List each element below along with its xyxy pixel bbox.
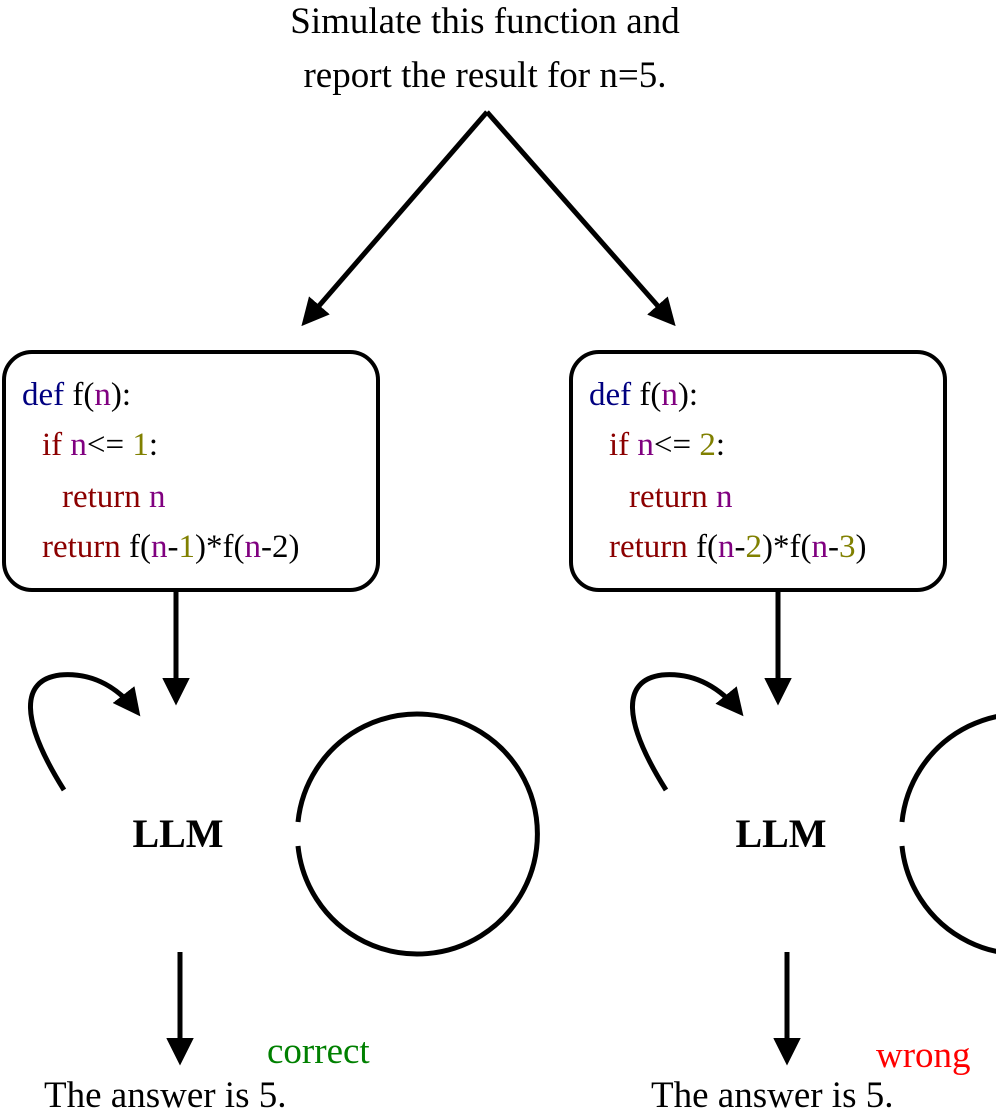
prompt-text-line2: report the result for n=5. bbox=[303, 55, 667, 96]
variable-n: n bbox=[151, 529, 168, 565]
code-token: f( bbox=[687, 529, 719, 565]
prompt-text-line1: Simulate this function and bbox=[290, 1, 680, 42]
code-token: ): bbox=[677, 377, 699, 413]
code-box-right: def f(n): if n<= 2: return n return f(n-… bbox=[569, 350, 947, 592]
variable-n: n bbox=[718, 529, 735, 565]
code-token: - bbox=[167, 529, 179, 565]
number-literal: 3 bbox=[839, 529, 856, 565]
keyword-def: def bbox=[589, 377, 632, 413]
variable-n: n bbox=[661, 377, 678, 413]
verdict-correct: correct bbox=[267, 1031, 370, 1072]
code-token: <= bbox=[653, 427, 700, 463]
code-line-2: if n<= 2: bbox=[609, 426, 725, 464]
variable-n: n bbox=[716, 479, 733, 515]
code-box-left: def f(n): if n<= 1: return n return f(n-… bbox=[2, 350, 380, 592]
keyword-def: def bbox=[22, 377, 65, 413]
answer-text-left: The answer is 5. bbox=[44, 1075, 287, 1112]
code-line-1: def f(n): bbox=[589, 376, 698, 414]
llm-label-right: LLM bbox=[735, 811, 827, 856]
variable-n: n bbox=[70, 427, 87, 463]
code-token: ): bbox=[110, 377, 132, 413]
code-token: - bbox=[734, 529, 746, 565]
code-token: f( bbox=[631, 377, 662, 413]
code-token: : bbox=[148, 427, 159, 463]
code-line-4: return f(n-2)*f(n-3) bbox=[609, 528, 867, 566]
keyword-return: return bbox=[62, 479, 141, 515]
variable-n: n bbox=[244, 529, 262, 565]
number-literal: 2 bbox=[745, 529, 763, 565]
code-token: ) bbox=[855, 529, 867, 565]
code-token: )*f( bbox=[195, 529, 245, 565]
keyword-return: return bbox=[42, 529, 121, 565]
keyword-return: return bbox=[609, 529, 688, 565]
answer-text-right: The answer is 5. bbox=[651, 1075, 894, 1112]
llm-node-right bbox=[899, 714, 996, 954]
code-token: f( bbox=[120, 529, 152, 565]
arrow-prompt-to-right bbox=[485, 110, 676, 327]
number-literal: 1 bbox=[178, 529, 196, 565]
code-line-1: def f(n): bbox=[22, 376, 131, 414]
self-loop-right bbox=[630, 672, 744, 792]
keyword-if: if bbox=[42, 427, 63, 463]
variable-n: n bbox=[149, 479, 166, 515]
keyword-if: if bbox=[609, 427, 630, 463]
code-token: <= bbox=[86, 427, 133, 463]
arrow-prompt-to-left bbox=[301, 110, 489, 327]
number-literal: 2 bbox=[699, 427, 716, 463]
code-token: : bbox=[715, 427, 726, 463]
variable-n: n bbox=[94, 377, 111, 413]
code-line-2: if n<= 1: bbox=[42, 426, 158, 464]
code-line-3: return n bbox=[629, 478, 733, 516]
verdict-wrong: wrong bbox=[876, 1035, 971, 1076]
code-token: )*f( bbox=[762, 529, 812, 565]
variable-n: n bbox=[637, 427, 654, 463]
llm-label-left: LLM bbox=[132, 811, 224, 856]
keyword-return: return bbox=[629, 479, 708, 515]
variable-n: n bbox=[811, 529, 829, 565]
code-line-3: return n bbox=[62, 478, 166, 516]
code-token: f( bbox=[64, 377, 95, 413]
self-loop-left bbox=[28, 672, 141, 792]
llm-node-left bbox=[295, 711, 540, 957]
code-token: -2) bbox=[261, 529, 300, 565]
code-token: - bbox=[828, 529, 839, 565]
code-line-4: return f(n-1)*f(n-2) bbox=[42, 528, 299, 566]
number-literal: 1 bbox=[132, 427, 149, 463]
